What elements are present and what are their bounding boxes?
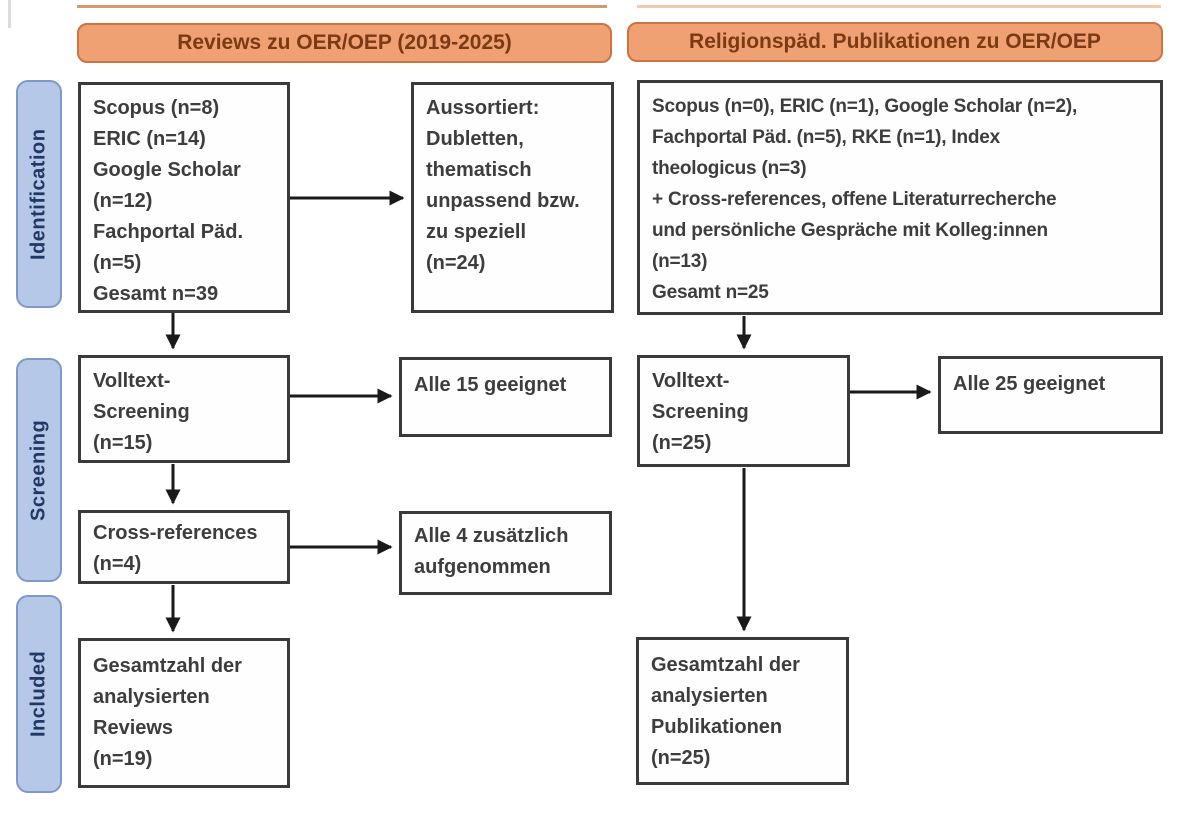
stage-label-identification: Identification — [16, 80, 62, 308]
box-cross-references: Cross-references (n=4) — [78, 510, 290, 584]
crop-artifact-line-left — [77, 5, 607, 8]
box-sources-reviews: Scopus (n=8) ERIC (n=14) Google Scholar … — [78, 82, 290, 313]
stage-label-included: Included — [16, 595, 62, 793]
box-fulltext-reviews-result: Alle 15 geeignet — [399, 357, 612, 437]
stage-label-screening: Screening — [16, 358, 62, 582]
box-fulltext-screening-reviews: Volltext- Screening (n=15) — [78, 355, 290, 463]
box-fulltext-screening-publications: Volltext- Screening (n=25) — [637, 355, 850, 467]
box-sources-publications: Scopus (n=0), ERIC (n=1), Google Scholar… — [637, 80, 1163, 315]
header-reviews: Reviews zu OER/OEP (2019-2025) — [77, 23, 612, 63]
box-cross-references-result: Alle 4 zusätzlich aufgenommen — [399, 511, 612, 595]
crop-artifact-line-right — [637, 5, 1161, 8]
header-publications: Religionspäd. Publikationen zu OER/OEP — [627, 22, 1163, 62]
box-included-publications: Gesamtzahl der analysierten Publikatione… — [636, 637, 849, 785]
crop-artifact-smudge — [8, 0, 11, 28]
box-included-reviews: Gesamtzahl der analysierten Reviews (n=1… — [78, 638, 290, 788]
box-excluded: Aussortiert: Dubletten, thematisch unpas… — [411, 82, 614, 313]
box-fulltext-publications-result: Alle 25 geeignet — [938, 356, 1163, 434]
